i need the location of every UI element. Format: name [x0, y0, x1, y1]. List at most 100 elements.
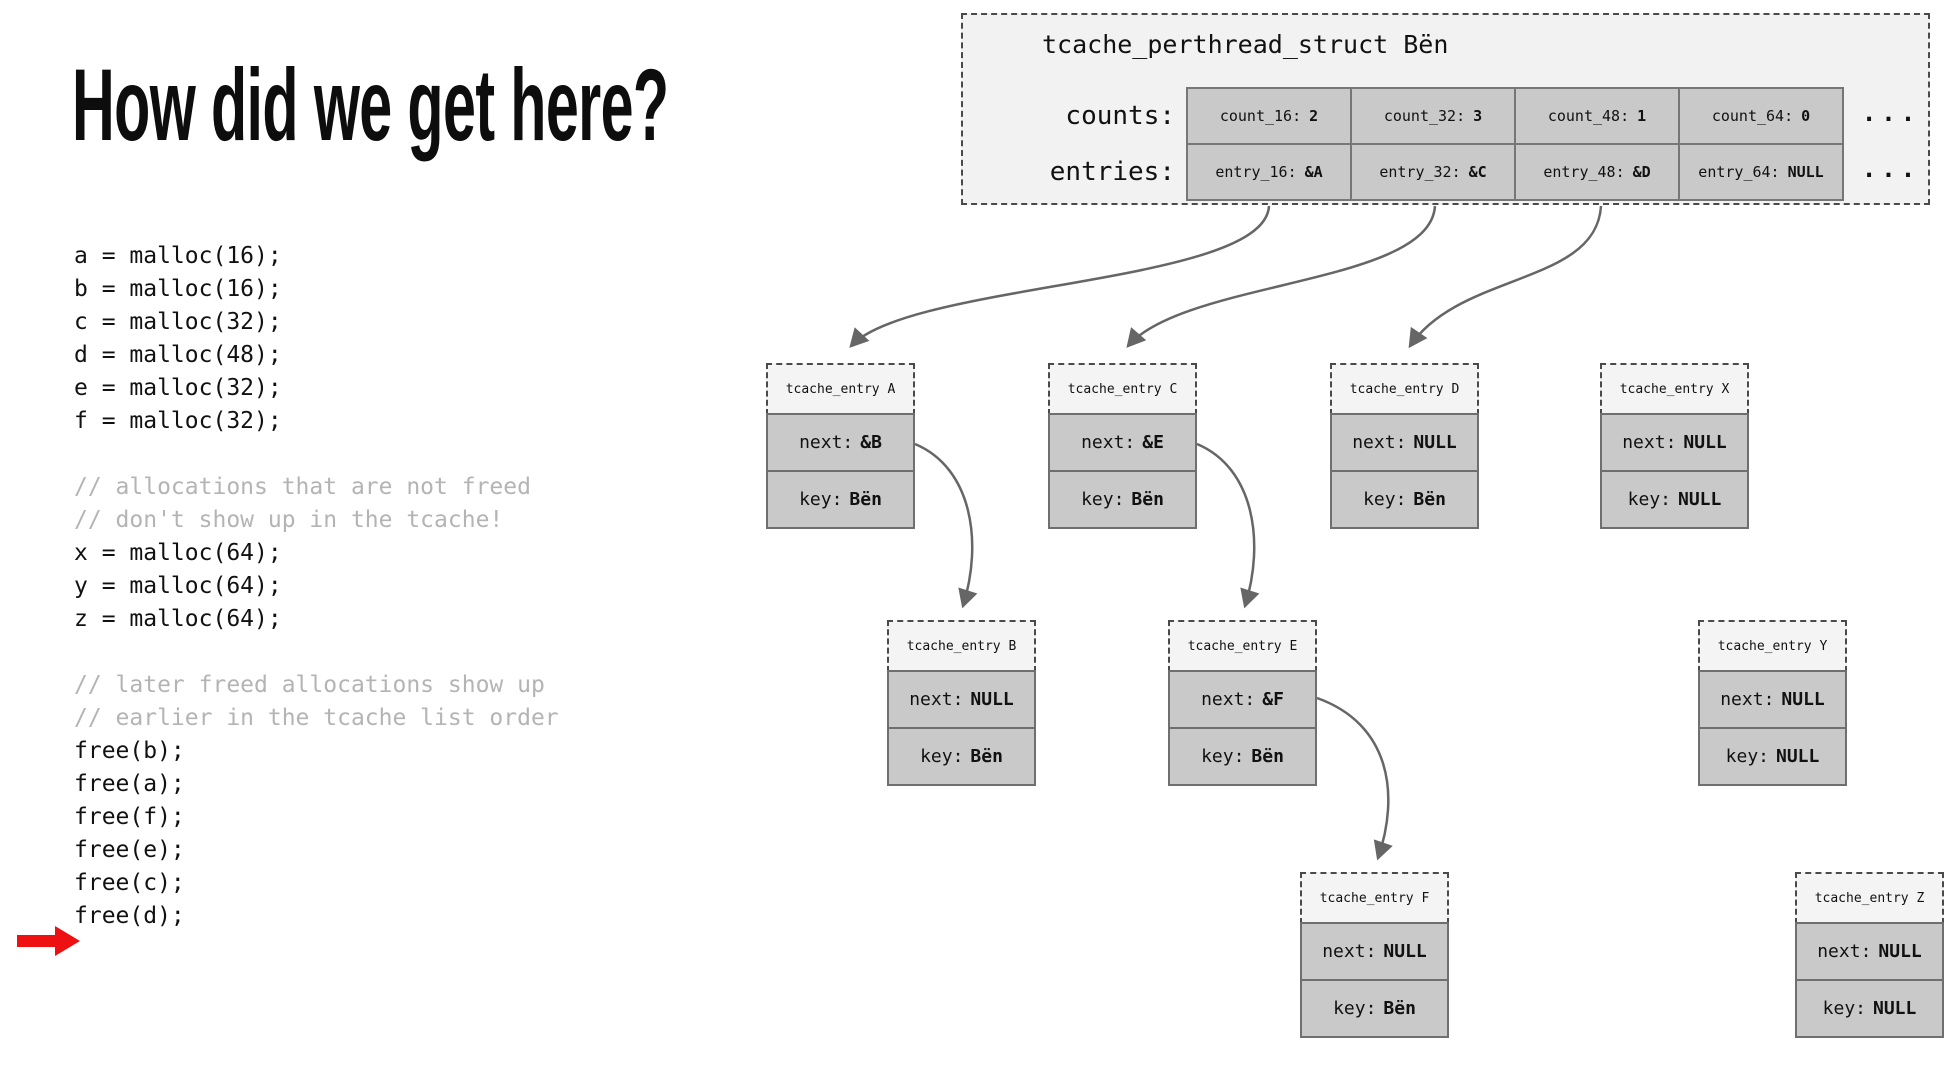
code-line: free(c);	[74, 870, 185, 896]
struct-cell-count-64: count_64: 0	[1678, 87, 1844, 145]
field-value: Bën	[1251, 746, 1284, 767]
entry-box-title: tcache_entry Z	[1795, 872, 1944, 924]
field-label: key:	[799, 489, 843, 510]
entry-next-cell: next:&F	[1168, 670, 1317, 729]
field-label: key:	[920, 746, 964, 767]
field-value: Bën	[970, 746, 1003, 767]
field-label: next:	[1322, 941, 1377, 962]
field-label: next:	[1081, 432, 1136, 453]
entry-next-cell: next:NULL	[887, 670, 1036, 729]
field-value: &B	[860, 432, 882, 453]
field-value: NULL	[1878, 941, 1922, 962]
entry-box-title: tcache_entry B	[887, 620, 1036, 672]
entry-box-a: tcache_entry A next:&B key:Bën	[766, 363, 915, 529]
counts-ellipsis: ...	[1861, 99, 1921, 127]
field-label: next:	[1622, 432, 1677, 453]
code-line: y = malloc(64);	[74, 573, 282, 599]
entry-key-cell: key:Bën	[1300, 979, 1449, 1038]
cell-label: entry_32:	[1379, 163, 1461, 181]
field-label: next:	[1720, 689, 1775, 710]
code-line: c = malloc(32);	[74, 309, 282, 335]
entries-ellipsis: ...	[1861, 155, 1921, 183]
entry-box-title: tcache_entry X	[1600, 363, 1749, 415]
cell-label: entry_64:	[1698, 163, 1780, 181]
arrow-c-next-to-e	[1196, 442, 1260, 609]
code-line: b = malloc(16);	[74, 276, 282, 302]
struct-cell-count-16: count_16: 2	[1186, 87, 1352, 145]
field-value: Bën	[1413, 489, 1446, 510]
entry-next-cell: next: NULL	[1300, 922, 1449, 981]
cell-label: entry_48:	[1543, 163, 1625, 181]
entry-next-cell: next:&B	[766, 413, 915, 472]
entry-key-cell: key: Bën	[1048, 470, 1197, 529]
cell-value: &D	[1632, 163, 1651, 181]
field-label: next:	[1201, 689, 1256, 710]
struct-cell-entry-16: entry_16:&A	[1186, 143, 1352, 201]
code-comment-line: // don't show up in the tcache!	[74, 507, 504, 533]
code-line: free(a);	[74, 771, 185, 797]
field-value: &E	[1142, 432, 1164, 453]
cell-value: 0	[1801, 107, 1811, 125]
entry-key-cell: key: NULL	[1600, 470, 1749, 529]
code-line: d = malloc(48);	[74, 342, 282, 368]
field-value: NULL	[1776, 746, 1820, 767]
code-blank-line	[74, 636, 559, 669]
cell-value: 1	[1637, 107, 1647, 125]
arrow-a-next-to-b	[914, 442, 978, 609]
entry-box-e: tcache_entry E next:&F key: Bën	[1168, 620, 1317, 786]
struct-cell-count-48: count_48: 1	[1514, 87, 1680, 145]
cell-label: entry_16:	[1215, 163, 1297, 181]
code-line: e = malloc(32);	[74, 375, 282, 401]
arrow-entry48-to-d	[1408, 205, 1603, 349]
arrow-entry32-to-c	[1126, 205, 1437, 348]
entry-box-d: tcache_entry D next: NULL key: Bën	[1330, 363, 1479, 529]
cell-value: 3	[1473, 107, 1483, 125]
entry-box-title: tcache_entry E	[1168, 620, 1317, 672]
entry-key-cell: key:NULL	[1698, 727, 1847, 786]
cell-label: count_48:	[1547, 107, 1630, 125]
cell-value: 2	[1309, 107, 1319, 125]
entry-box-title: tcache_entry Y	[1698, 620, 1847, 672]
current-line-arrow-icon	[17, 926, 80, 956]
field-label: key:	[1081, 489, 1125, 510]
entry-next-cell: next: NULL	[1600, 413, 1749, 472]
code-comment-line: // earlier in the tcache list order	[74, 705, 559, 731]
field-value: NULL	[1678, 489, 1722, 510]
entry-key-cell: key: Bën	[1330, 470, 1479, 529]
field-label: next:	[1817, 941, 1872, 962]
entry-box-title: tcache_entry D	[1330, 363, 1479, 415]
code-line: free(f);	[74, 804, 185, 830]
entry-next-cell: next: NULL	[1795, 922, 1944, 981]
entries-row: entry_16:&A entry_32:&C entry_48: &D entr…	[1186, 143, 1844, 201]
struct-cell-entry-32: entry_32:&C	[1350, 143, 1516, 201]
field-label: key:	[1201, 746, 1245, 767]
entry-key-cell: key: Bën	[1168, 727, 1317, 786]
field-value: NULL	[1413, 432, 1457, 453]
entry-box-z: tcache_entry Z next: NULL key:NULL	[1795, 872, 1944, 1038]
entry-box-y: tcache_entry Y next: NULL key:NULL	[1698, 620, 1847, 786]
counts-label: counts:	[1065, 101, 1175, 131]
field-value: NULL	[1781, 689, 1825, 710]
struct-cell-count-32: count_32:3	[1350, 87, 1516, 145]
field-value: NULL	[1683, 432, 1727, 453]
field-value: Bën	[1383, 998, 1416, 1019]
field-label: next:	[1352, 432, 1407, 453]
cell-label: count_64:	[1711, 107, 1794, 125]
entry-next-cell: next: NULL	[1330, 413, 1479, 472]
entry-box-b: tcache_entry B next:NULL key: Bën	[887, 620, 1036, 786]
field-value: Bën	[1131, 489, 1164, 510]
cell-label: count_16:	[1219, 107, 1302, 125]
entry-box-title: tcache_entry C	[1048, 363, 1197, 415]
entry-box-f: tcache_entry F next:NULL key:Bën	[1300, 872, 1449, 1038]
entry-key-cell: key: Bën	[887, 727, 1036, 786]
field-value: NULL	[1383, 941, 1427, 962]
arrow-entry16-to-a	[849, 205, 1271, 348]
field-label: key:	[1627, 489, 1671, 510]
entry-box-x: tcache_entry X next: NULL key: NULL	[1600, 363, 1749, 529]
cell-value: NULL	[1787, 163, 1824, 181]
field-value: Bën	[849, 489, 882, 510]
entry-key-cell: key:NULL	[1795, 979, 1944, 1038]
field-label: key:	[1363, 489, 1407, 510]
struct-cell-entry-64: entry_64: NULL	[1678, 143, 1844, 201]
tcache-perthread-struct-box: tcache_perthread_struct Bën counts: entr…	[961, 13, 1930, 205]
